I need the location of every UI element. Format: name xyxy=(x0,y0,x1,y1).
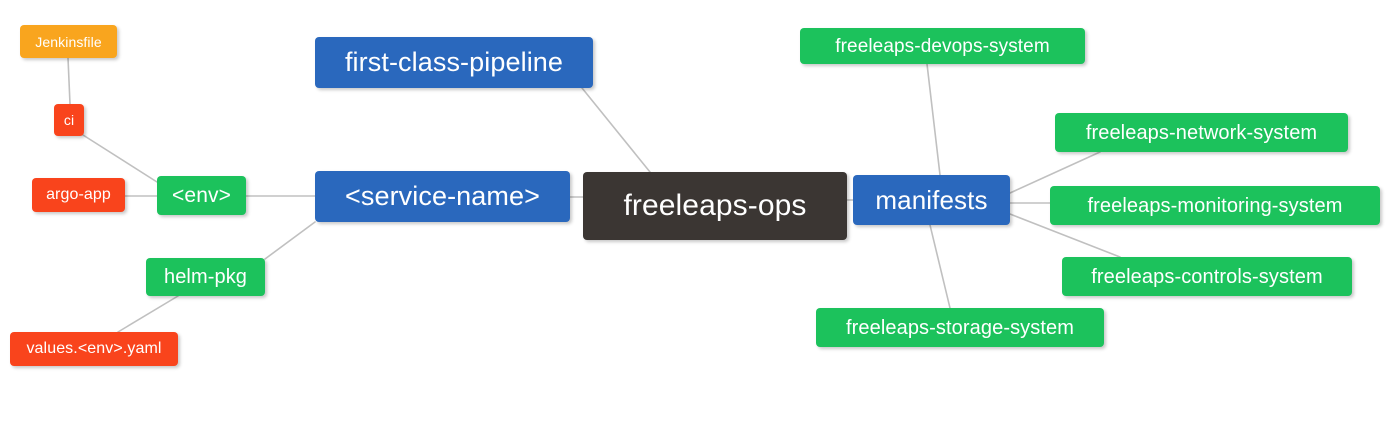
edge-manifests-to-devops xyxy=(926,63,941,176)
node-label-storage: freeleaps-storage-system xyxy=(845,316,1075,339)
edge-ci-to-env xyxy=(82,134,158,183)
node-values-yaml[interactable]: values.<env>.yaml xyxy=(10,332,178,366)
node-label-ci: ci xyxy=(63,112,75,128)
node-label-manifests: manifests xyxy=(875,185,988,215)
node-label-network: freeleaps-network-system xyxy=(1085,121,1318,144)
node-jenkinsfile[interactable]: Jenkinsfile xyxy=(20,25,117,58)
node-label-jenkinsfile: Jenkinsfile xyxy=(35,33,102,50)
node-network[interactable]: freeleaps-network-system xyxy=(1055,113,1348,152)
node-env[interactable]: <env> xyxy=(157,176,246,215)
edge-manifests-to-storage xyxy=(929,224,951,309)
node-ci[interactable]: ci xyxy=(54,104,84,136)
node-label-argo-app: argo-app xyxy=(46,186,111,203)
node-argo-app[interactable]: argo-app xyxy=(32,178,125,212)
node-label-env: <env> xyxy=(172,184,231,207)
node-pipeline[interactable]: first-class-pipeline xyxy=(315,37,593,88)
node-monitoring[interactable]: freeleaps-monitoring-system xyxy=(1050,186,1380,225)
node-label-helm-pkg: helm-pkg xyxy=(163,266,248,288)
node-label-controls: freeleaps-controls-system xyxy=(1091,265,1323,288)
edge-helm-pkg-to-values-yaml xyxy=(117,295,179,333)
node-manifests[interactable]: manifests xyxy=(853,175,1010,225)
node-controls[interactable]: freeleaps-controls-system xyxy=(1062,257,1352,296)
node-devops[interactable]: freeleaps-devops-system xyxy=(800,28,1085,64)
edge-pipeline-to-freeleaps-ops xyxy=(581,87,651,173)
node-label-values-yaml: values.<env>.yaml xyxy=(26,340,162,357)
node-label-service-name: <service-name> xyxy=(345,181,540,211)
node-label-monitoring: freeleaps-monitoring-system xyxy=(1087,194,1343,217)
node-label-devops: freeleaps-devops-system xyxy=(835,35,1050,57)
node-freeleaps-ops[interactable]: freeleaps-ops xyxy=(583,172,847,240)
node-storage[interactable]: freeleaps-storage-system xyxy=(816,308,1104,347)
node-label-pipeline: first-class-pipeline xyxy=(344,47,564,77)
node-service-name[interactable]: <service-name> xyxy=(315,171,570,222)
edge-service-name-to-helm-pkg xyxy=(264,221,316,260)
edge-jenkinsfile-to-ci xyxy=(67,57,71,105)
node-label-freeleaps-ops: freeleaps-ops xyxy=(623,189,807,222)
node-helm-pkg[interactable]: helm-pkg xyxy=(146,258,265,296)
